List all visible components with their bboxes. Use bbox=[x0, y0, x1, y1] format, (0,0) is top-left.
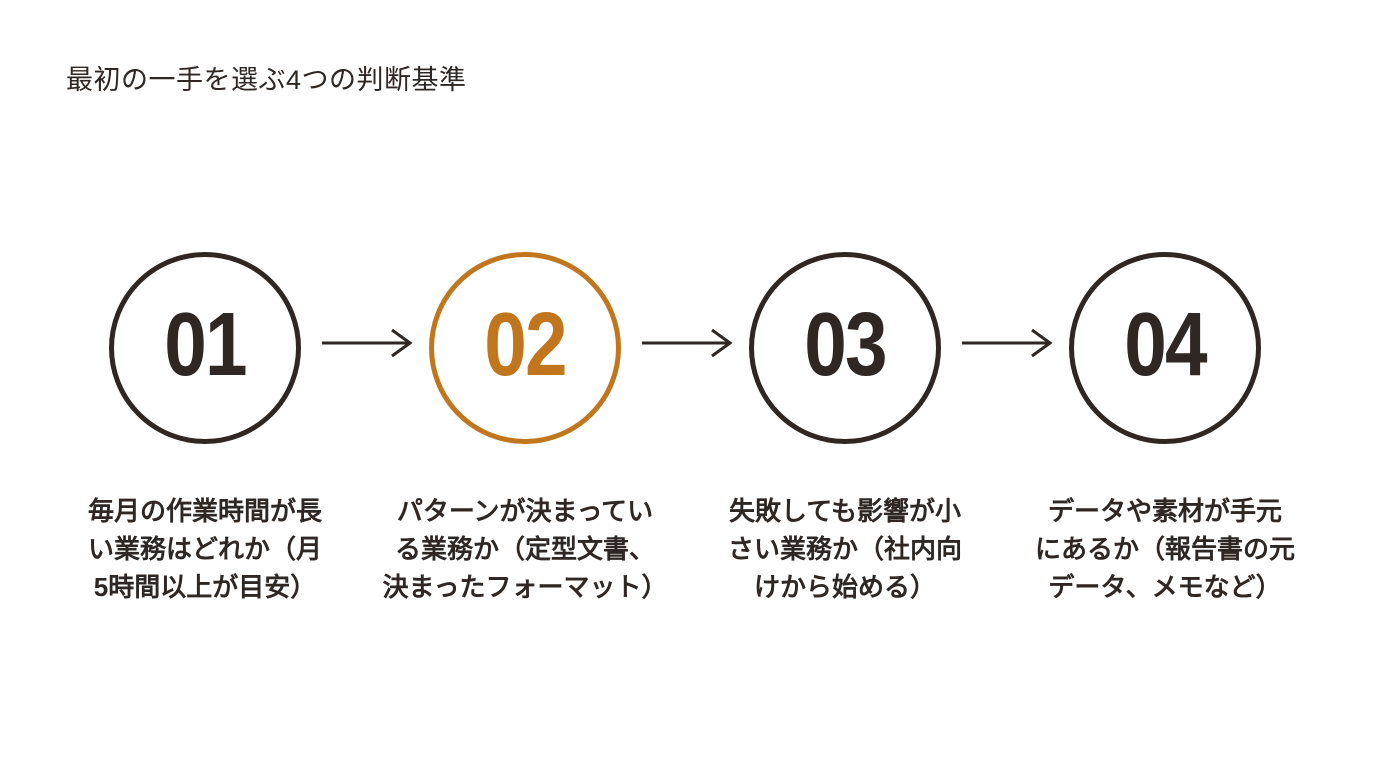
right-arrow-icon bbox=[962, 328, 1053, 358]
description-line: 決まったフォーマット） bbox=[382, 572, 668, 602]
description-line: る業務か（定型文書、 bbox=[394, 534, 655, 564]
description-line: データ、メモなど） bbox=[1048, 572, 1282, 602]
right-arrow-icon bbox=[642, 328, 733, 358]
description-line: さい業務か（社内向 bbox=[727, 534, 962, 564]
description-line: い業務はどれか（月 bbox=[87, 534, 322, 564]
step-number-01: 01 bbox=[164, 295, 247, 395]
step-circle-04: 04 bbox=[1069, 252, 1261, 444]
step-description-03: 失敗しても影響が小 さい業務か（社内向 けから始める） bbox=[680, 492, 1010, 606]
page-title: 最初の一手を選ぶ4つの判断基準 bbox=[66, 65, 467, 95]
description-line: 毎月の作業時間が長 bbox=[87, 496, 322, 526]
description-line: けから始める） bbox=[753, 572, 936, 602]
description-line: データや素材が手元 bbox=[1047, 496, 1282, 526]
step-circle-02: 02 bbox=[429, 252, 621, 444]
step-number-02: 02 bbox=[484, 295, 567, 395]
step-circle-01: 01 bbox=[109, 252, 301, 444]
step-description-04: データや素材が手元 にあるか（報告書の元 データ、メモなど） bbox=[1000, 492, 1330, 606]
step-number-04: 04 bbox=[1124, 295, 1207, 395]
description-line: 失敗しても影響が小 bbox=[729, 496, 961, 526]
step-number-03: 03 bbox=[804, 295, 887, 395]
step-description-01: 毎月の作業時間が長 い業務はどれか（月 5時間以上が目安） bbox=[40, 492, 370, 606]
step-circle-03: 03 bbox=[749, 252, 941, 444]
description-line: パターンが決まってい bbox=[396, 496, 654, 526]
step-description-02: パターンが決まってい る業務か（定型文書、 決まったフォーマット） bbox=[360, 492, 690, 606]
description-line: 5時間以上が目安） bbox=[93, 572, 317, 602]
right-arrow-icon bbox=[322, 328, 413, 358]
description-line: にあるか（報告書の元 bbox=[1034, 534, 1295, 564]
